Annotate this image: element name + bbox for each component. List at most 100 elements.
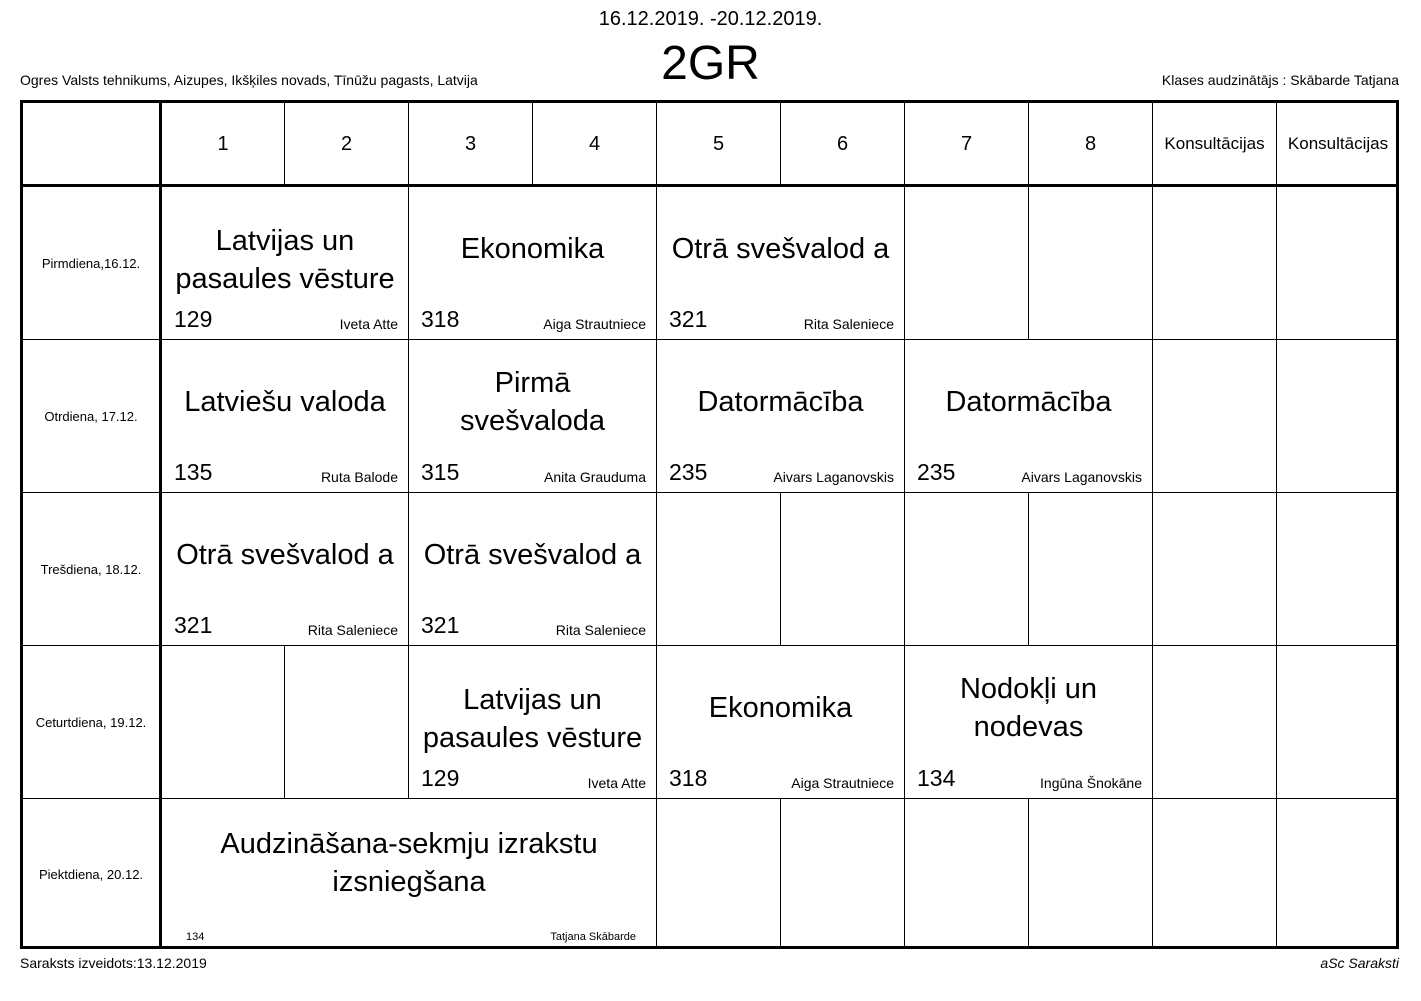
lesson-subject: Datormācība bbox=[697, 386, 864, 418]
period-header-6: 6 bbox=[836, 132, 849, 155]
lesson-teacher: Aiga Strautniece bbox=[791, 775, 894, 791]
school-info: Ogres Valsts tehnikums, Aizupes, Ikšķile… bbox=[20, 72, 478, 88]
col-divider bbox=[1028, 103, 1029, 185]
lesson-subject: Latviešu valoda bbox=[184, 386, 386, 418]
cell-divider bbox=[1152, 340, 1153, 493]
cell-divider bbox=[1028, 185, 1029, 340]
timetable-grid: 1 2 3 4 5 6 7 8 Konsultācijas Konsultāci… bbox=[20, 100, 1399, 949]
cell-divider bbox=[780, 799, 781, 946]
lesson-cell[interactable]: Otrā svešvalod a 321 Rita Saleniece bbox=[162, 493, 408, 645]
lesson-subject: Pirmā svešvaloda bbox=[459, 367, 606, 437]
cell-divider bbox=[656, 340, 657, 493]
cell-divider bbox=[408, 185, 409, 340]
lesson-cell[interactable]: Datormācība 235 Aivars Laganovskis bbox=[905, 340, 1152, 492]
lesson-cell[interactable]: Ekonomika 318 Aiga Strautniece bbox=[409, 187, 656, 339]
class-teacher: Klases audzinātājs : Skābarde Tatjana bbox=[1161, 72, 1399, 88]
cell-divider bbox=[1152, 646, 1153, 799]
day-thursday: Ceturtdiena, 19.12. bbox=[35, 714, 147, 730]
consultation-header-1: Konsultācijas bbox=[1164, 134, 1265, 153]
lesson-cell[interactable]: Otrā svešvalod a 321 Rita Saleniece bbox=[657, 187, 904, 339]
lesson-room: 315 bbox=[421, 459, 460, 485]
cell-divider bbox=[904, 646, 905, 799]
header-divider bbox=[23, 184, 1396, 187]
cell-divider bbox=[1276, 493, 1277, 646]
lesson-cell[interactable]: Ekonomika 318 Aiga Strautniece bbox=[657, 646, 904, 798]
lesson-cell[interactable]: Pirmā svešvaloda 315 Anita Grauduma bbox=[409, 340, 656, 492]
period-header-7: 7 bbox=[960, 132, 973, 155]
period-header-8: 8 bbox=[1084, 132, 1097, 155]
lesson-cell[interactable]: Latvijas un pasaules vēsture 129 Iveta A… bbox=[409, 646, 656, 798]
cell-divider bbox=[1152, 185, 1153, 340]
lesson-room: 235 bbox=[669, 459, 708, 485]
cell-divider bbox=[656, 185, 657, 340]
cell-divider bbox=[904, 493, 905, 646]
row-divider bbox=[23, 339, 1396, 340]
cell-divider bbox=[408, 340, 409, 493]
lesson-room: 129 bbox=[421, 765, 460, 791]
col-divider bbox=[656, 103, 657, 185]
lesson-subject: Latvijas un pasaules vēsture bbox=[422, 684, 643, 754]
cell-divider bbox=[656, 646, 657, 799]
lesson-room: 135 bbox=[174, 459, 213, 485]
lesson-room: 235 bbox=[917, 459, 956, 485]
day-wednesday: Trešdiena, 18.12. bbox=[40, 561, 142, 577]
lesson-teacher: Rita Saleniece bbox=[555, 622, 646, 638]
cell-divider bbox=[1276, 799, 1277, 946]
period-header-1: 1 bbox=[217, 132, 229, 155]
lesson-subject: Otrā svešvalod a bbox=[176, 539, 394, 571]
lesson-teacher: Rita Saleniece bbox=[803, 316, 894, 332]
period-header-3: 3 bbox=[464, 132, 477, 155]
cell-divider bbox=[656, 493, 657, 646]
lesson-cell[interactable]: Latviešu valoda 135 Ruta Balode bbox=[162, 340, 408, 492]
col-divider bbox=[408, 103, 409, 185]
lesson-room: 321 bbox=[669, 306, 708, 332]
cell-divider bbox=[284, 646, 285, 799]
lesson-teacher: Iveta Atte bbox=[339, 316, 398, 332]
lesson-cell[interactable]: Otrā svešvalod a 321 Rita Saleniece bbox=[409, 493, 656, 645]
cell-divider bbox=[1028, 799, 1029, 946]
lesson-teacher: Tatjana Skābarde bbox=[550, 931, 636, 943]
lesson-subject: Datormācība bbox=[945, 386, 1112, 418]
lesson-subject: Otrā svešvalod a bbox=[671, 233, 890, 265]
cell-divider bbox=[1276, 185, 1277, 340]
lesson-teacher: Aivars Laganovskis bbox=[1021, 469, 1142, 485]
cell-divider bbox=[408, 646, 409, 799]
cell-divider bbox=[656, 799, 657, 946]
row-divider bbox=[23, 798, 1396, 799]
lesson-room: 134 bbox=[186, 931, 205, 943]
created-date: Saraksts izveidots:13.12.2019 bbox=[20, 955, 207, 971]
row-divider bbox=[23, 492, 1396, 493]
cell-divider bbox=[904, 185, 905, 340]
cell-divider bbox=[904, 799, 905, 946]
lesson-teacher: Ingūna Šnokāne bbox=[1040, 775, 1142, 791]
lesson-room: 321 bbox=[421, 612, 460, 638]
lesson-subject: Audzināšana-sekmju izrakstu izsniegšana bbox=[220, 828, 598, 898]
date-range: 16.12.2019. -20.12.2019. bbox=[598, 8, 823, 30]
col-divider bbox=[284, 103, 285, 185]
lesson-subject: Ekonomika bbox=[460, 233, 605, 265]
lesson-room: 318 bbox=[421, 306, 460, 332]
lesson-teacher: Aiga Strautniece bbox=[543, 316, 646, 332]
col-divider bbox=[904, 103, 905, 185]
day-tuesday: Otrdiena, 17.12. bbox=[44, 408, 138, 424]
cell-divider bbox=[1152, 493, 1153, 646]
col-divider bbox=[1276, 103, 1277, 185]
col-divider bbox=[1152, 103, 1153, 185]
cell-divider bbox=[780, 493, 781, 646]
lesson-teacher: Aivars Laganovskis bbox=[773, 469, 894, 485]
lesson-cell[interactable]: Nodokļi un nodevas 134 Ingūna Šnokāne bbox=[905, 646, 1152, 798]
lesson-teacher: Anita Grauduma bbox=[544, 469, 646, 485]
lesson-cell[interactable]: Datormācība 235 Aivars Laganovskis bbox=[657, 340, 904, 492]
period-header-2: 2 bbox=[340, 132, 353, 155]
lesson-subject: Ekonomika bbox=[708, 692, 853, 724]
cell-divider bbox=[1028, 493, 1029, 646]
lesson-subject: Nodokļi un nodevas bbox=[959, 673, 1098, 743]
lesson-cell[interactable]: Latvijas un pasaules vēsture 129 Iveta A… bbox=[162, 187, 408, 339]
lesson-room: 321 bbox=[174, 612, 213, 638]
brand-label: aSc Saraksti bbox=[1320, 955, 1399, 971]
lesson-room: 318 bbox=[669, 765, 708, 791]
cell-divider bbox=[408, 493, 409, 646]
lesson-cell[interactable]: Audzināšana-sekmju izrakstu izsniegšana … bbox=[162, 799, 656, 949]
period-header-4: 4 bbox=[588, 132, 601, 155]
daycol-divider bbox=[159, 103, 162, 946]
